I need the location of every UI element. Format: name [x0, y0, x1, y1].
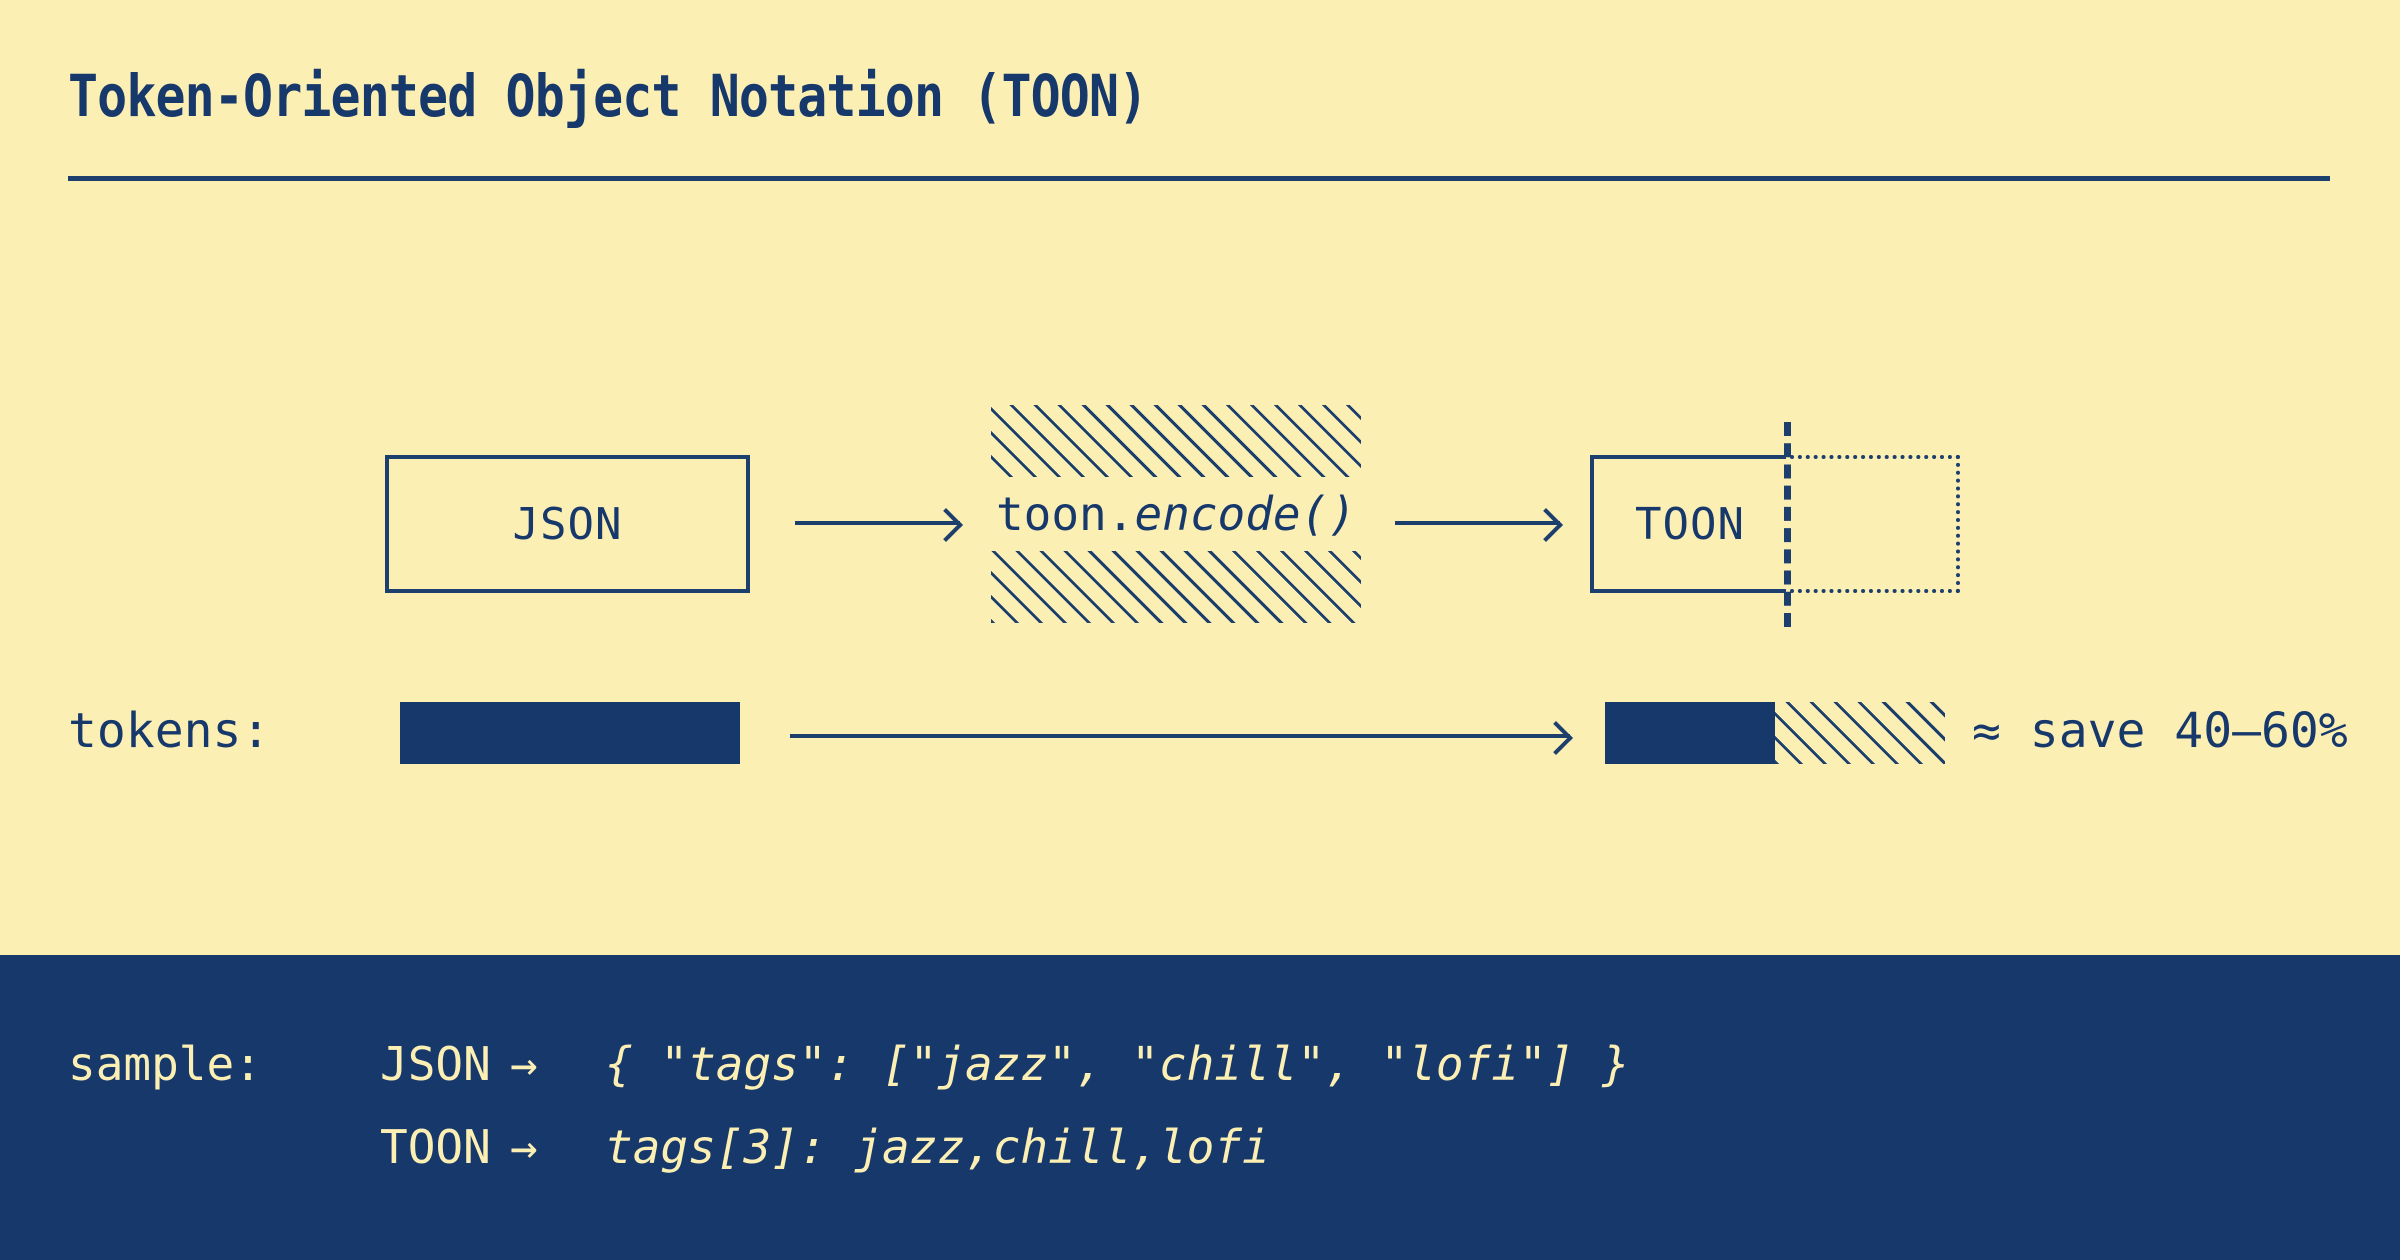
arrow-encoder-to-toon — [1395, 521, 1560, 525]
sample-row-kind: JSON — [380, 1037, 491, 1091]
toon-node-savings-ghost — [1790, 455, 1960, 593]
sample-row-code: { "tags": ["jazz", "chill", "lofi"] } — [605, 1037, 1630, 1091]
tokens-row-label: tokens: — [68, 703, 271, 759]
encoder-prefix: toon. — [995, 487, 1135, 541]
sample-row-arrow: → — [510, 1120, 538, 1174]
hatch-pattern-bottom — [991, 545, 1361, 623]
tokens-savings-note: ≈ save 40–60% — [1972, 703, 2348, 759]
sample-row-kind: TOON — [380, 1120, 491, 1174]
arrow-tokens-reduction — [790, 734, 1570, 738]
toon-node: TOON — [1590, 455, 1786, 593]
sample-row-arrow: → — [510, 1037, 538, 1091]
sample-label: sample: — [68, 1037, 262, 1091]
header-divider — [68, 176, 2330, 181]
encoder-label: toon.encode() — [991, 477, 1361, 551]
sample-row-code: tags[3]: jazz,chill,lofi — [605, 1120, 1270, 1174]
json-node: JSON — [385, 455, 750, 593]
tokens-bar-toon — [1605, 702, 1775, 764]
toon-node-divider — [1784, 422, 1791, 627]
arrow-json-to-encoder — [795, 521, 960, 525]
tokens-bar-saved — [1775, 702, 1945, 764]
toon-node-label: TOON — [1635, 498, 1745, 550]
encoder-node: toon.encode() — [991, 405, 1361, 623]
sample-row: JSON → { "tags": ["jazz", "chill", "lofi"]… — [380, 1037, 1630, 1091]
sample-row: TOON → tags[3]: jazz,chill,lofi — [380, 1120, 1270, 1174]
encoder-call: encode() — [1134, 487, 1357, 541]
hatch-pattern-top — [991, 405, 1361, 483]
sample-panel — [0, 955, 2400, 1260]
json-node-label: JSON — [512, 498, 623, 550]
tokens-bar-json — [400, 702, 740, 764]
page-title: Token-Oriented Object Notation (TOON) — [68, 62, 1148, 130]
